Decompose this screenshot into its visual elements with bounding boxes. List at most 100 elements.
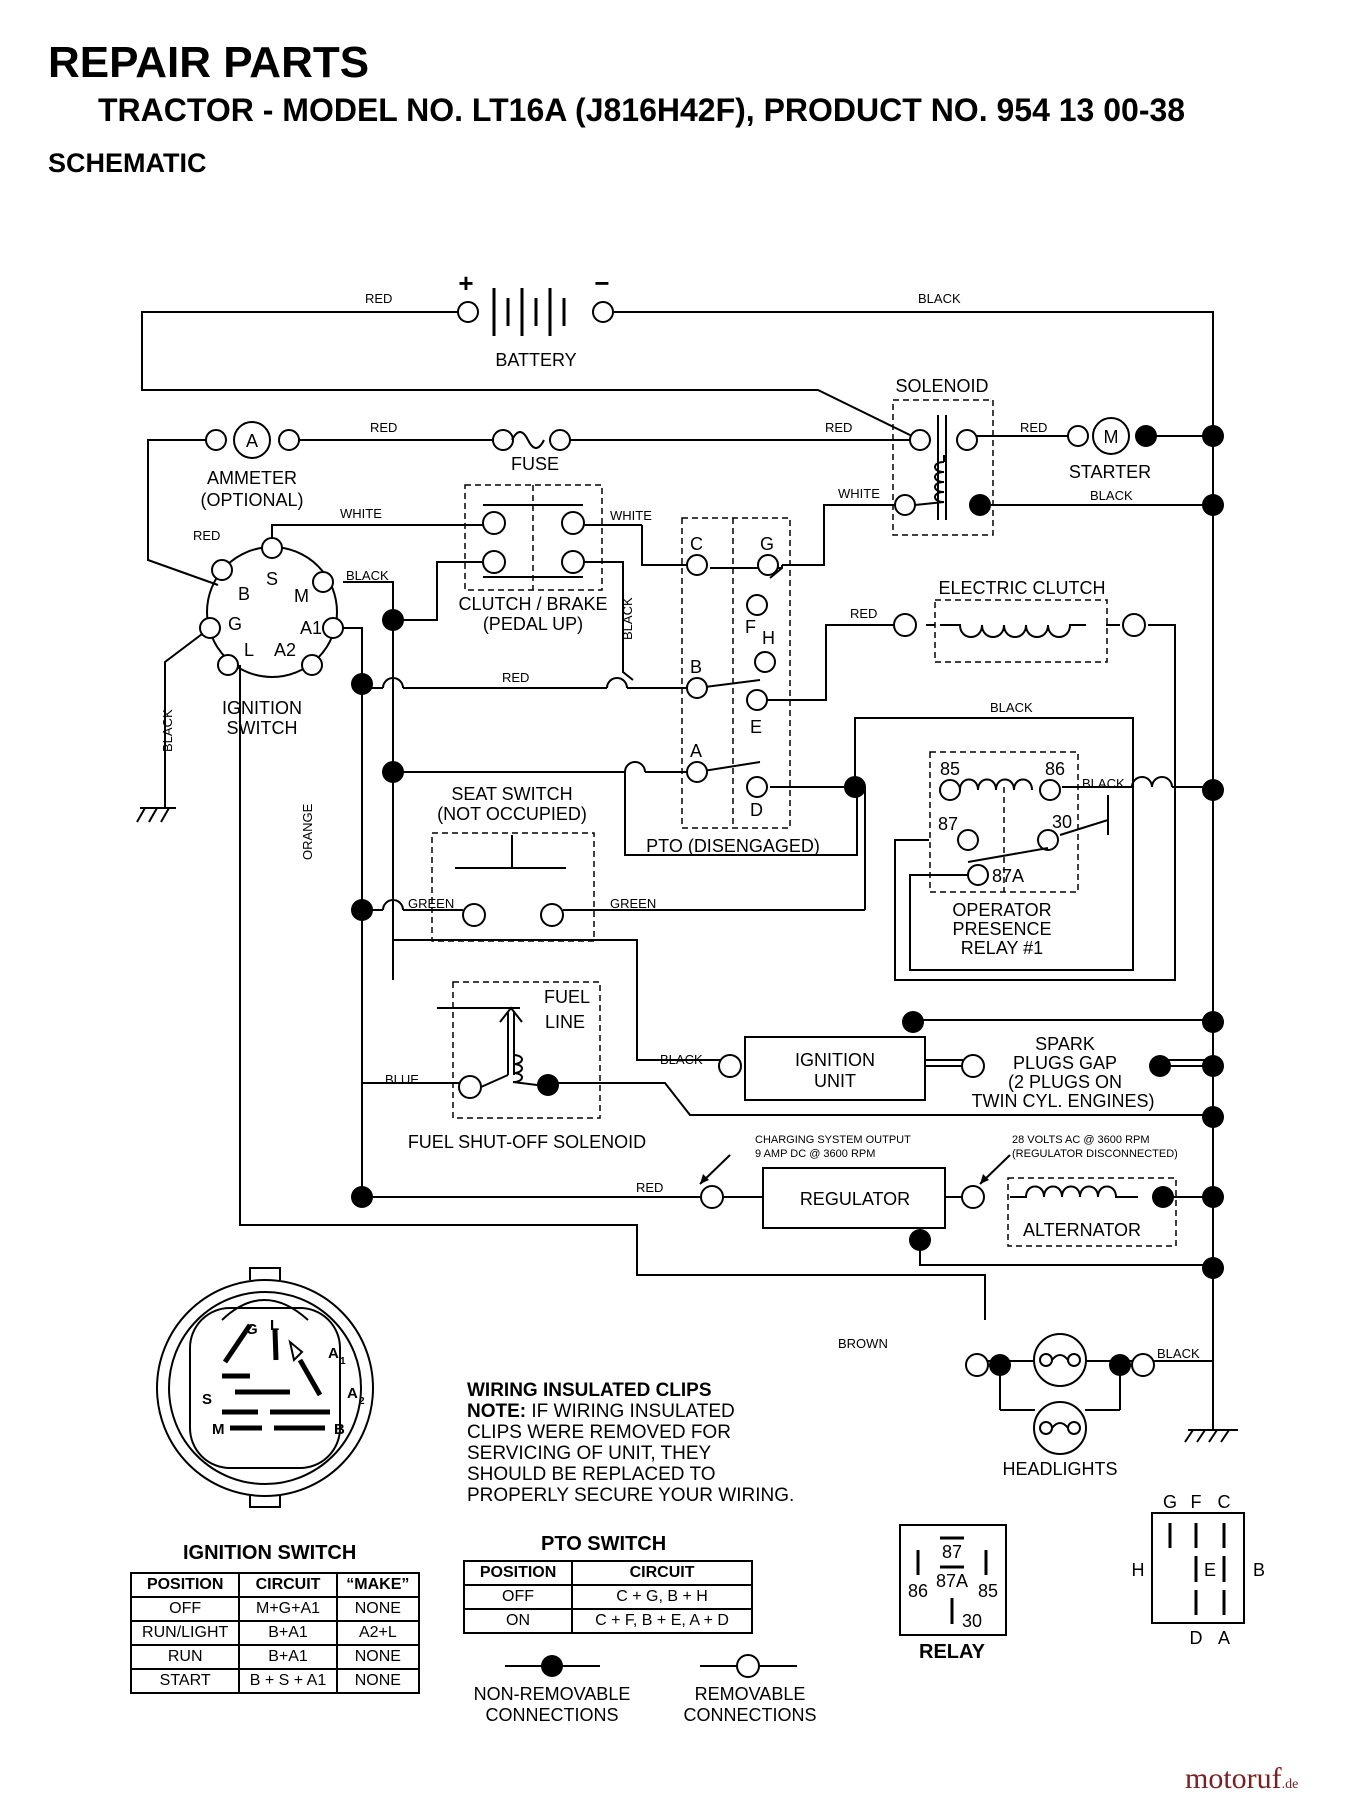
- wire-label-black: BLACK: [660, 1052, 703, 1067]
- wire-label-red: RED: [825, 420, 852, 435]
- pto-terminal-h: H: [762, 628, 775, 648]
- connection-legend: NON-REMOVABLE CONNECTIONS REMOVABLE CONN…: [474, 1654, 817, 1725]
- spark-label-2: PLUGS GAP: [1013, 1053, 1117, 1073]
- cell-position: OFF: [462, 1584, 574, 1610]
- starter: M STARTER: [1067, 417, 1157, 482]
- fuel-shutoff-label: FUEL SHUT-OFF SOLENOID: [408, 1132, 646, 1152]
- non-removable-symbol: [541, 1655, 563, 1677]
- wiring-clips-note: WIRING INSULATED CLIPS NOTE: IF WIRING I…: [467, 1380, 887, 1506]
- cell-circuit: B+A1: [238, 1620, 338, 1646]
- ignition-switch-table: POSITION CIRCUIT “MAKE” OFF M+G+A1 NONE …: [129, 1572, 421, 1694]
- alternator-label: ALTERNATOR: [1023, 1220, 1141, 1240]
- plus-symbol: +: [458, 268, 473, 298]
- removable-label-1: REMOVABLE: [695, 1684, 806, 1704]
- pto-pinout-b: B: [1253, 1560, 1265, 1580]
- starter-symbol: M: [1104, 427, 1119, 447]
- ign-face-2: 2: [359, 1396, 365, 1407]
- wire-label-red: RED: [1020, 420, 1047, 435]
- ignition-switch-label: IGNITION: [222, 698, 302, 718]
- relay-pinout: 87 87A 86 85 30 RELAY: [899, 1524, 1007, 1663]
- cell-make: A2+L: [335, 1620, 421, 1646]
- pto-terminal-f: F: [745, 617, 756, 637]
- wire-label-green: GREEN: [610, 896, 656, 911]
- wire-label-black: BLACK: [1090, 488, 1133, 503]
- ign-face-a1: A: [328, 1345, 339, 1362]
- ignition-unit-label-2: UNIT: [814, 1071, 856, 1091]
- ign-face-b: B: [334, 1421, 345, 1438]
- regulator-label: REGULATOR: [800, 1189, 910, 1209]
- header-circuit: CIRCUIT: [571, 1560, 753, 1586]
- pto-terminal-e: E: [750, 717, 762, 737]
- fuse: FUSE: [492, 429, 571, 474]
- spark-plugs: SPARK PLUGS GAP (2 PLUGS ON TWIN CYL. EN…: [925, 1034, 1213, 1111]
- wire-label-black: BLACK: [1082, 776, 1125, 791]
- ignition-table-caption: IGNITION SWITCH: [183, 1542, 357, 1564]
- ign-face-g: G: [246, 1321, 258, 1338]
- ignition-switch-symbol: S B M G A1 L A2 IGNITION SWITCH: [199, 537, 344, 738]
- relay-pinout-85: 85: [978, 1581, 998, 1601]
- header-circuit: CIRCUIT: [238, 1572, 338, 1598]
- ignition-unit-label-1: IGNITION: [795, 1050, 875, 1070]
- table-row: START B + S + A1 NONE: [129, 1668, 421, 1694]
- watermark-logo: motoruf.de: [1185, 1762, 1298, 1796]
- header-position: POSITION: [462, 1560, 574, 1586]
- relay-pin-87a: 87A: [992, 866, 1024, 886]
- pto-terminal-g: G: [760, 534, 774, 554]
- ign-face-m: M: [212, 1421, 225, 1438]
- ign-terminal-g: G: [228, 614, 242, 634]
- wire-label-brown: BROWN: [838, 1336, 888, 1351]
- cell-circuit: C + G, B + H: [571, 1584, 753, 1610]
- fuel-shutoff-solenoid: FUEL LINE FUEL SHUT-OFF SOLENOID: [408, 981, 646, 1152]
- cell-make: NONE: [335, 1668, 421, 1694]
- relay-pinout-87a: 87A: [936, 1571, 968, 1591]
- wire-label-white: WHITE: [610, 508, 652, 523]
- cell-position: RUN/LIGHT: [129, 1620, 241, 1646]
- ammeter-optional-label: (OPTIONAL): [200, 490, 303, 510]
- table-row: OFF C + G, B + H: [462, 1584, 753, 1610]
- pto-disengaged-label: PTO (DISENGAGED): [646, 836, 820, 856]
- wire-label-white: WHITE: [340, 506, 382, 521]
- cell-circuit: M+G+A1: [238, 1596, 338, 1622]
- relay-pin-87: 87: [938, 814, 958, 834]
- clips-line-1: NOTE: IF WIRING INSULATED: [467, 1401, 887, 1422]
- starter-label: STARTER: [1069, 462, 1151, 482]
- ign-terminal-l: L: [244, 640, 254, 660]
- clips-line-3: SERVICING OF UNIT, THEY: [467, 1443, 712, 1464]
- charging-label-2: 9 AMP DC @ 3600 RPM: [755, 1148, 875, 1160]
- wire-label-black: BLACK: [346, 568, 389, 583]
- non-removable-connections: [351, 425, 1224, 1279]
- table-row: OFF M+G+A1 NONE: [129, 1596, 421, 1622]
- cell-make: NONE: [335, 1596, 421, 1622]
- spark-label-3: (2 PLUGS ON: [1008, 1072, 1122, 1092]
- charging-label-1: CHARGING SYSTEM OUTPUT: [755, 1134, 911, 1146]
- clips-line-2: CLIPS WERE REMOVED FOR: [467, 1422, 731, 1443]
- pto-pinout-e: E: [1204, 1560, 1216, 1580]
- cell-circuit: C + F, B + E, A + D: [571, 1608, 753, 1634]
- pto-terminal-c: C: [690, 534, 703, 554]
- solenoid: SOLENOID: [892, 376, 994, 536]
- pto-pinout-h: H: [1132, 1560, 1145, 1580]
- table-row: ON C + F, B + E, A + D: [462, 1608, 753, 1634]
- operator-relay-label-3: RELAY #1: [961, 938, 1043, 958]
- header-position: POSITION: [129, 1572, 241, 1598]
- watermark-suffix: .de: [1281, 1777, 1299, 1792]
- ign-terminal-a1: A1: [300, 618, 322, 638]
- solenoid-label: SOLENOID: [895, 376, 988, 396]
- pto-pinout-f: F: [1191, 1492, 1202, 1512]
- ign-face-a2: A: [347, 1385, 358, 1402]
- seat-switch: SEAT SWITCH (NOT OCCUPIED): [431, 784, 595, 942]
- cell-position: OFF: [129, 1596, 241, 1622]
- seat-switch-label: SEAT SWITCH: [451, 784, 572, 804]
- wire-label-red: RED: [193, 528, 220, 543]
- page-title: REPAIR PARTS: [48, 38, 370, 87]
- wire-label-black: BLACK: [918, 291, 961, 306]
- pto-switch-table: POSITION CIRCUIT OFF C + G, B + H ON C +…: [462, 1560, 753, 1634]
- spark-label-1: SPARK: [1035, 1034, 1095, 1054]
- pto-pinout-g: G: [1163, 1492, 1177, 1512]
- relay-pinout-87: 87: [942, 1542, 962, 1562]
- fuel-line-label-2: LINE: [545, 1012, 585, 1032]
- pto-switch: C G F H B E A D PTO (DISENGAGED): [646, 517, 820, 856]
- cell-position: START: [129, 1668, 241, 1694]
- wire-label-blue: BLUE: [385, 1072, 419, 1087]
- ign-terminal-a2: A2: [274, 640, 296, 660]
